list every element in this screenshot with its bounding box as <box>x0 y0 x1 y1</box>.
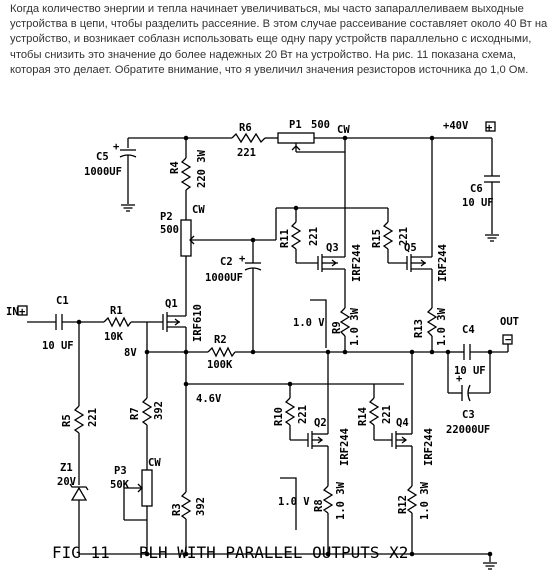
c1-value: 10 UF <box>42 340 74 352</box>
node-8v-label: 8V <box>124 347 137 359</box>
r11-ref: R11 <box>279 229 291 248</box>
p3-ref: P3 <box>114 465 127 477</box>
q1-part: IRF610 <box>192 304 204 342</box>
r9-value: 1.0 3W <box>349 307 361 346</box>
c6-value: 10 UF <box>462 197 494 209</box>
r8-ref: R8 <box>313 499 325 512</box>
r3-value: 392 <box>195 497 207 516</box>
p1-cw: CW <box>337 124 350 136</box>
figure-caption: FIG 11 PLH WITH PARALLEL OUTPUTS X2 <box>52 543 408 562</box>
r9-ref: R9 <box>331 321 343 334</box>
r6-ref: R6 <box>239 122 252 134</box>
z1-ref: Z1 <box>60 462 73 474</box>
bottom-voltage-label: 1.0 V <box>278 496 310 508</box>
r2-value: 100K <box>207 359 233 371</box>
input-label: IN <box>6 306 19 318</box>
q5-ref: Q5 <box>404 242 417 254</box>
p2-value: 500 <box>160 224 179 236</box>
r8-value: 1.0 3W <box>335 481 347 520</box>
r15-ref: R15 <box>371 229 383 248</box>
intro-paragraph: Когда количество энергии и тепла начинае… <box>10 3 548 76</box>
c4-ref: C4 <box>462 324 475 336</box>
svg-text:−: − <box>505 334 511 346</box>
r5-ref: R5 <box>61 414 73 427</box>
r7-ref: R7 <box>129 407 141 420</box>
node-46v-label: 4.6V <box>196 393 222 405</box>
r15-value: 221 <box>398 227 410 246</box>
c6-ref: C6 <box>470 183 483 195</box>
c2-ref: C2 <box>220 256 233 268</box>
component-labels: +40V IN OUT R6 221 P1 500 CW C5 1000UF R… <box>6 119 519 520</box>
wiring <box>17 132 513 562</box>
r13-ref: R13 <box>413 319 425 338</box>
p1-value: 500 <box>311 119 330 131</box>
svg-text:+: + <box>113 141 119 153</box>
r2-ref: R2 <box>214 334 227 346</box>
r5-value: 221 <box>87 408 99 427</box>
q3-part: IRF244 <box>351 244 363 282</box>
r3-ref: R3 <box>171 503 183 516</box>
svg-text:+: + <box>19 306 25 318</box>
c5-ref: C5 <box>96 151 109 163</box>
svg-text:+: + <box>239 253 245 265</box>
q2-part: IRF244 <box>339 428 351 466</box>
junction-dots <box>76 135 493 557</box>
c2-value: 1000UF <box>205 272 243 284</box>
r14-ref: R14 <box>357 407 369 426</box>
r1-ref: R1 <box>110 305 123 317</box>
r14-value: 221 <box>381 405 393 424</box>
polarity-marks: + + + + + − <box>19 121 511 385</box>
p1-ref: P1 <box>289 119 302 131</box>
q4-part: IRF244 <box>423 428 435 466</box>
c3-value: 22000UF <box>446 424 490 436</box>
svg-text:+: + <box>456 373 462 385</box>
c3-ref: C3 <box>462 409 475 421</box>
r6-value: 221 <box>237 147 256 159</box>
svg-text:+: + <box>486 122 492 134</box>
intro-text: Когда количество энергии и тепла начинае… <box>10 2 550 78</box>
c1-ref: C1 <box>56 295 69 307</box>
r10-ref: R10 <box>273 407 285 426</box>
c4-value: 10 UF <box>454 365 486 377</box>
p2-ref: P2 <box>160 211 173 223</box>
r4-value: 220 3W <box>196 149 208 188</box>
r1-value: 10K <box>104 331 124 343</box>
p3-value: 50K <box>110 479 130 491</box>
r12-ref: R12 <box>397 495 409 514</box>
r13-value: 1.0 3W <box>436 307 448 346</box>
r11-value: 221 <box>308 227 320 246</box>
output-label: OUT <box>500 316 519 328</box>
q4-ref: Q4 <box>396 417 409 429</box>
r7-value: 392 <box>153 401 165 420</box>
r4-ref: R4 <box>169 161 181 174</box>
c5-value: 1000UF <box>84 166 122 178</box>
q3-ref: Q3 <box>326 242 339 254</box>
p3-cw: CW <box>148 457 161 469</box>
q2-ref: Q2 <box>314 417 327 429</box>
p2-cw: CW <box>192 204 205 216</box>
q1-ref: Q1 <box>165 298 178 310</box>
r10-value: 221 <box>297 405 309 424</box>
top-voltage-label: 1.0 V <box>293 317 325 329</box>
q5-part: IRF244 <box>437 244 449 282</box>
r12-value: 1.0 3W <box>419 481 431 520</box>
z1-value: 20V <box>57 476 77 488</box>
supply-label: +40V <box>443 120 469 132</box>
